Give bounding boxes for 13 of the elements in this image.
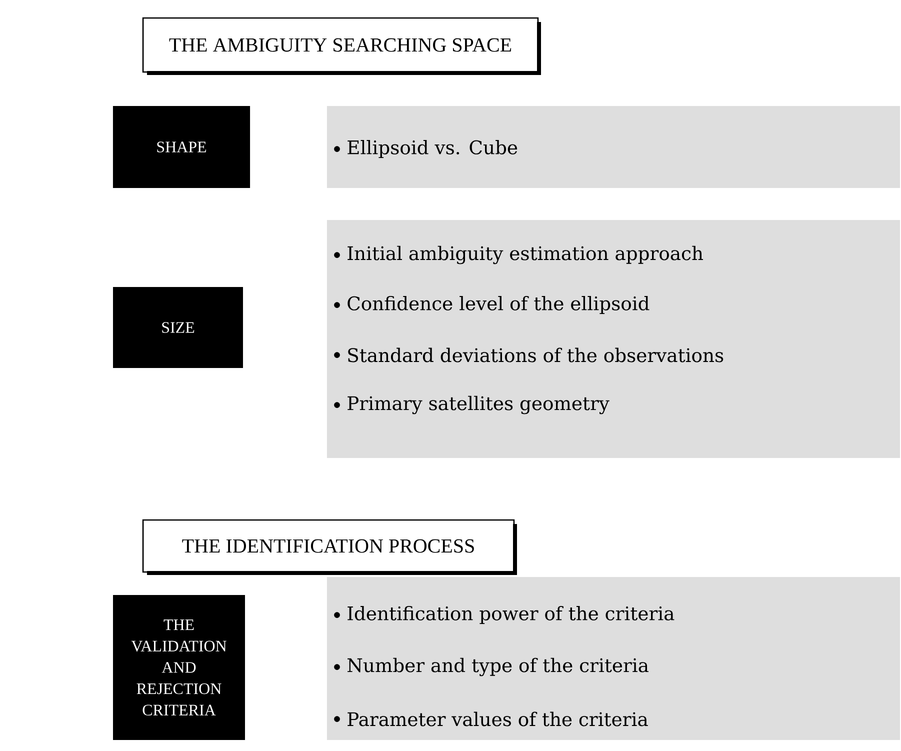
header-box: THE AMBIGUITY SEARCHING SPACE: [142, 17, 541, 75]
bullet-item: Primary satellites geometry: [334, 396, 610, 414]
label-box: SHAPE: [112, 106, 250, 188]
bullet-item: Confidence level of the ellipsoid: [334, 296, 650, 314]
bullet-item: Number and type of the criteria: [334, 658, 648, 676]
header-box: THE IDENTIFICATION PROCESS: [142, 519, 517, 575]
bullet-item: Ellipsoid vs. Cube: [334, 140, 518, 158]
bullet-item: Standard deviations of the observations: [334, 348, 724, 362]
bullet-item: Identification power of the criteria: [334, 606, 674, 624]
label-box: THE VALIDATION AND REJECTION CRITERIA: [113, 594, 245, 740]
label-box: SIZE: [113, 286, 243, 368]
bullet-item: Initial ambiguity estimation approach: [334, 246, 703, 264]
bullet-item: Parameter values of the criteria: [334, 712, 648, 726]
